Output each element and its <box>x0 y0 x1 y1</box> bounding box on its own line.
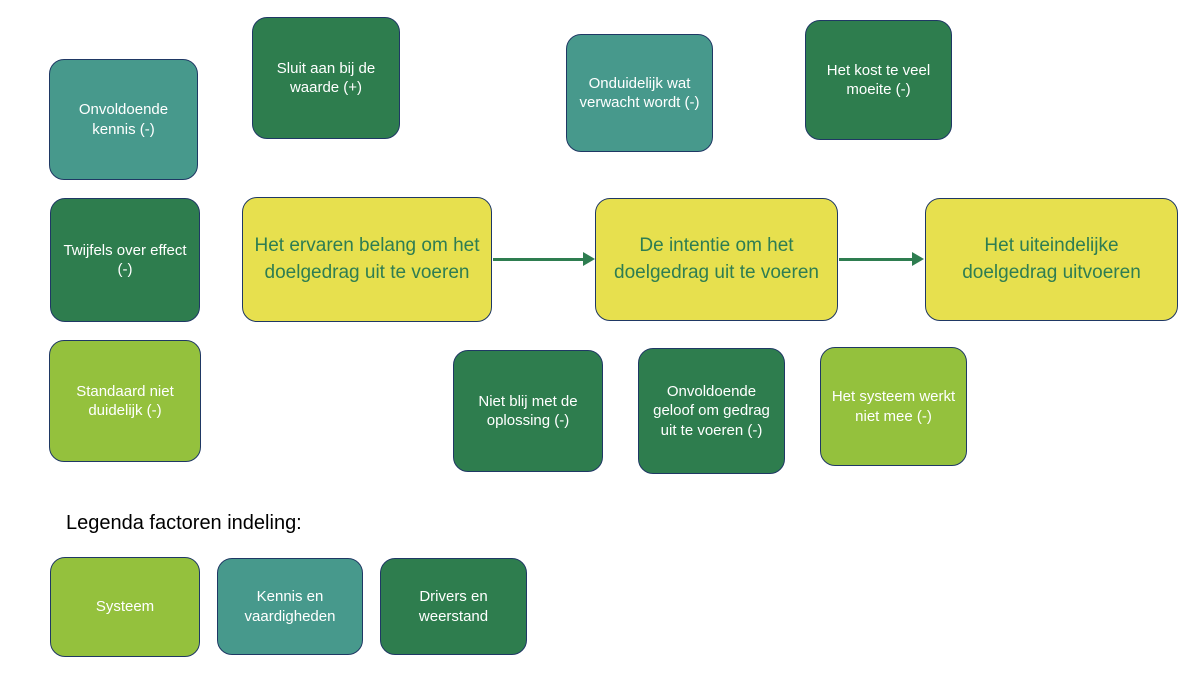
factor-niet-blij-met-oplossing: Niet blij met de oplossing (-) <box>453 350 603 472</box>
factor-onvoldoende-kennis: Onvoldoende kennis (-) <box>49 59 198 180</box>
flow-arrow-2-head <box>912 252 924 266</box>
flow-arrow-1-line <box>493 258 584 261</box>
factor-onvoldoende-geloof: Onvoldoende geloof om gedrag uit te voer… <box>638 348 785 474</box>
factor-sluit-aan-bij-de-waarde: Sluit aan bij de waarde (+) <box>252 17 400 139</box>
factor-het-systeem-werkt-niet-mee: Het systeem werkt niet mee (-) <box>820 347 967 466</box>
legend-item-systeem: Systeem <box>50 557 200 657</box>
legend-title: Legenda factoren indeling: <box>66 512 302 534</box>
factor-twijfels-over-effect: Twijfels over effect (-) <box>50 198 200 322</box>
factor-onduidelijk-wat-verwacht-wordt: Onduidelijk wat verwacht wordt (-) <box>566 34 713 152</box>
legend-item-kennis-en-vaardigheden: Kennis en vaardigheden <box>217 558 363 655</box>
legend-item-drivers-en-weerstand: Drivers en weerstand <box>380 558 527 655</box>
stage-uiteindelijk-doelgedrag: Het uiteindelijke doelgedrag uitvoeren <box>925 198 1178 321</box>
stage-intentie: De intentie om het doelgedrag uit te voe… <box>595 198 838 321</box>
stage-ervaren-belang: Het ervaren belang om het doelgedrag uit… <box>242 197 492 322</box>
factor-standaard-niet-duidelijk: Standaard niet duidelijk (-) <box>49 340 201 462</box>
flow-arrow-1-head <box>583 252 595 266</box>
flow-arrow-2-line <box>839 258 913 261</box>
factor-het-kost-te-veel-moeite: Het kost te veel moeite (-) <box>805 20 952 140</box>
